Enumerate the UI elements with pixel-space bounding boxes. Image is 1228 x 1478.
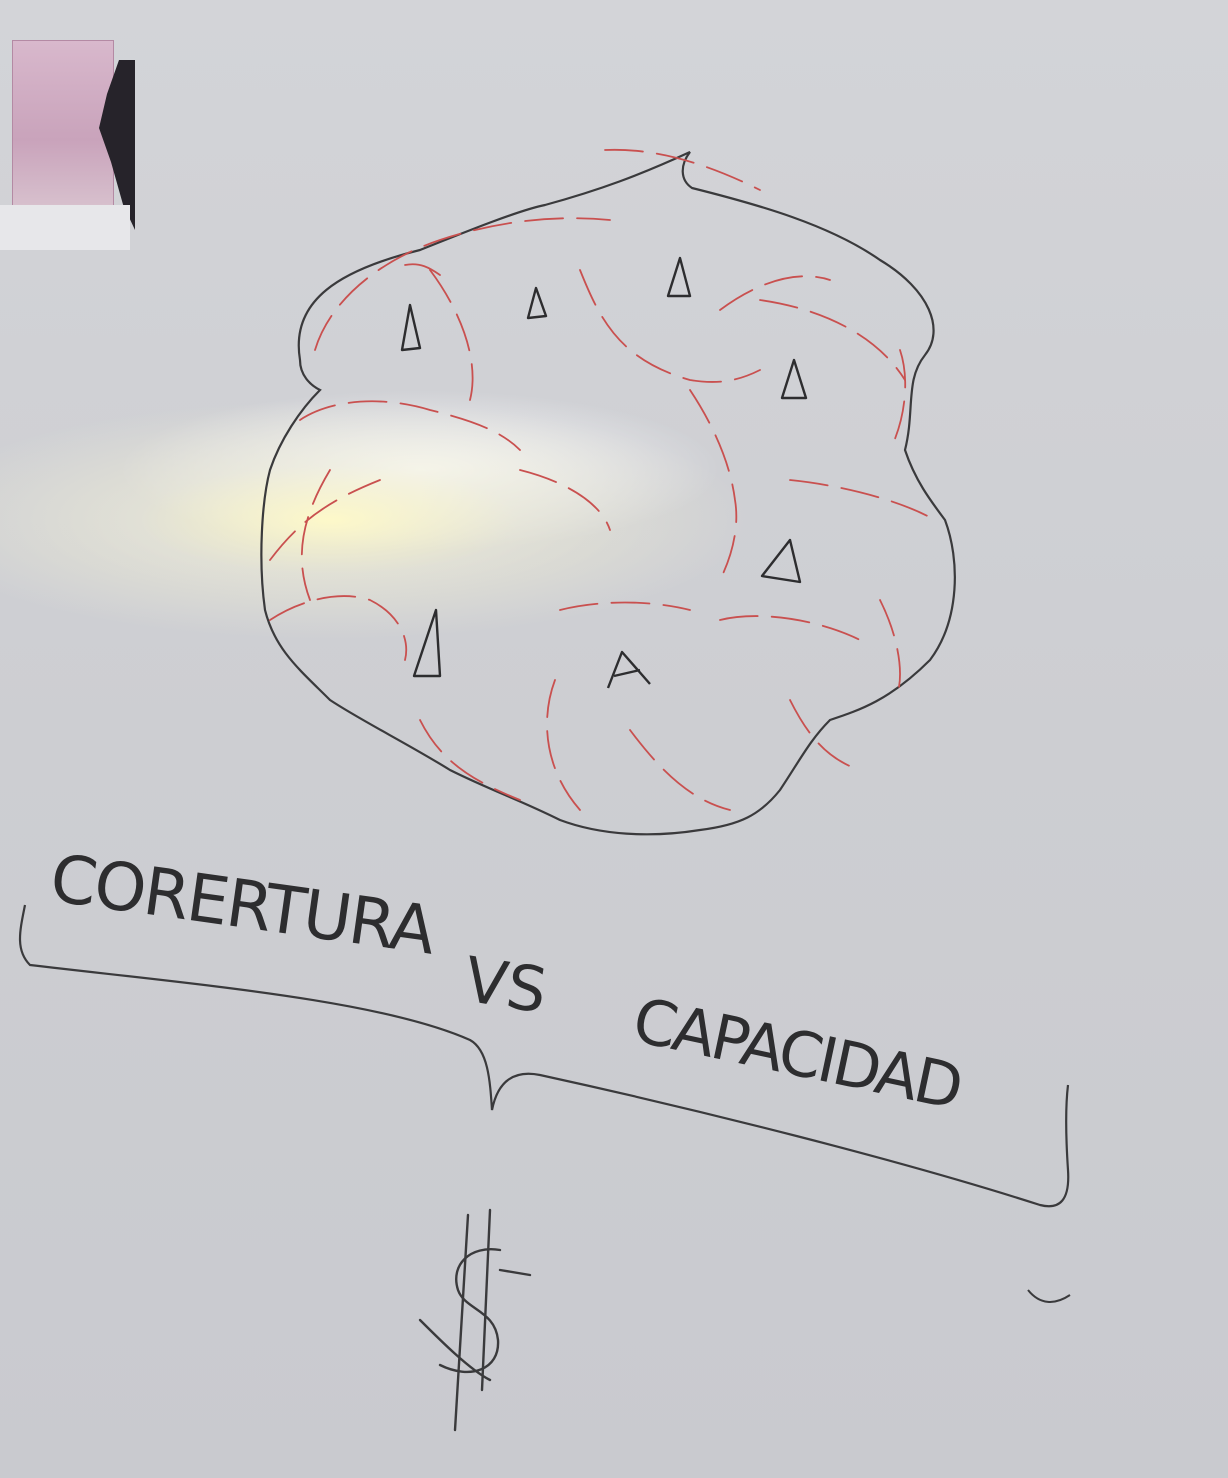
cell-boundaries <box>269 148 936 811</box>
sticker-paper <box>12 40 114 207</box>
tower-a-mark <box>606 650 651 689</box>
cell-tower-marks <box>400 256 808 689</box>
tower-triangle <box>666 256 692 298</box>
tower-triangle <box>412 608 442 678</box>
tick-mark <box>1027 1289 1071 1303</box>
tower-triangle <box>526 286 548 320</box>
sticker-note <box>0 20 140 250</box>
coverage-outline <box>260 151 956 836</box>
tower-triangle <box>400 303 422 352</box>
sticker-strip <box>0 205 130 250</box>
curly-brace <box>18 904 1070 1208</box>
word-vs: VS <box>460 943 552 1028</box>
word-cobertura: CORERTURA <box>46 840 440 970</box>
tower-triangle <box>760 538 802 584</box>
word-capacidad: CAPACIDAD <box>627 983 967 1123</box>
dollar-sign-icon <box>418 1208 532 1432</box>
tower-triangle <box>780 358 808 400</box>
